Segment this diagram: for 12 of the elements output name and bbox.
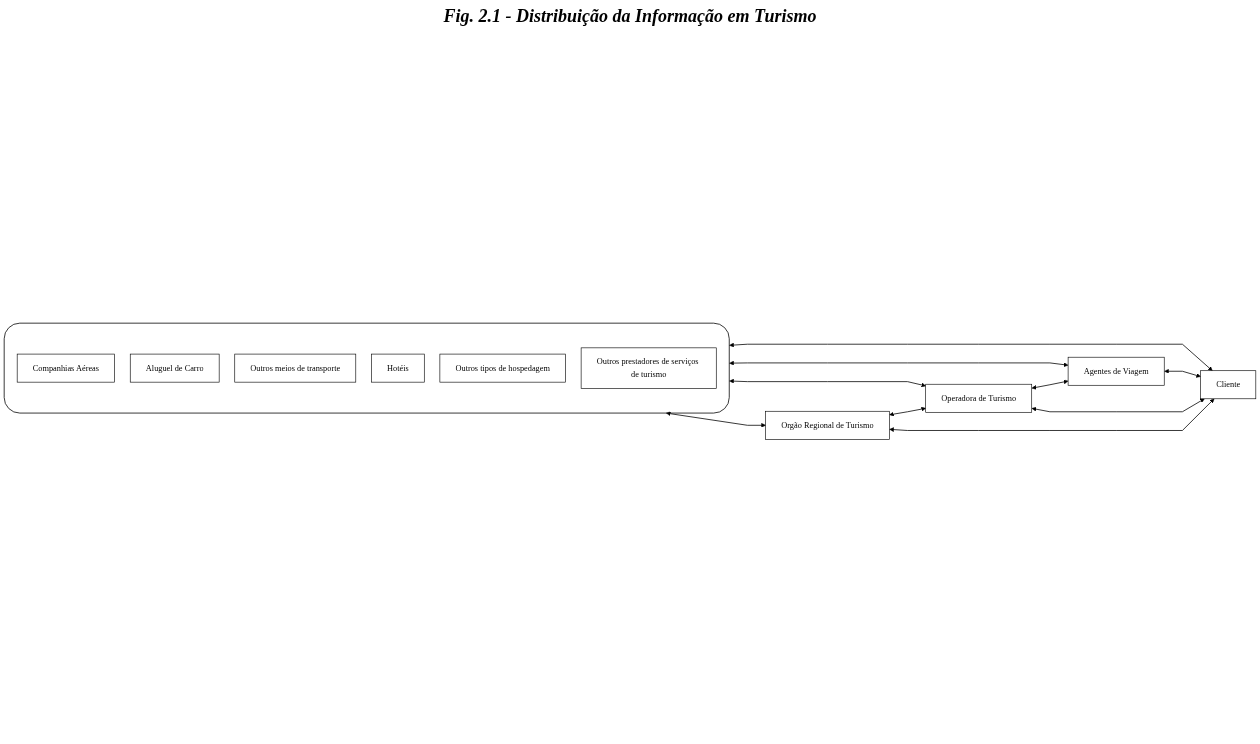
node-box: Orgão Regional de Turismo — [765, 410, 890, 440]
node-box: Outros prestadores de serviços de turismo — [580, 347, 717, 389]
node-box: Outros meios de transporte — [234, 353, 357, 383]
node-box: Hotéis — [371, 353, 425, 383]
node-box: Companhias Aéreas — [16, 353, 115, 383]
node-box: Agentes de Viagem — [1067, 356, 1165, 386]
node-box: Operadora de Turismo — [925, 383, 1033, 413]
figure-title: Fig. 2.1 - Distribuição da Informação em Turismo — [442, 6, 818, 27]
node-box: Outros tipos de hospedagem — [439, 353, 566, 383]
node-box: Aluguel de Carro — [129, 353, 220, 383]
node-box: Cliente — [1200, 370, 1257, 399]
cluster — [3, 322, 730, 414]
